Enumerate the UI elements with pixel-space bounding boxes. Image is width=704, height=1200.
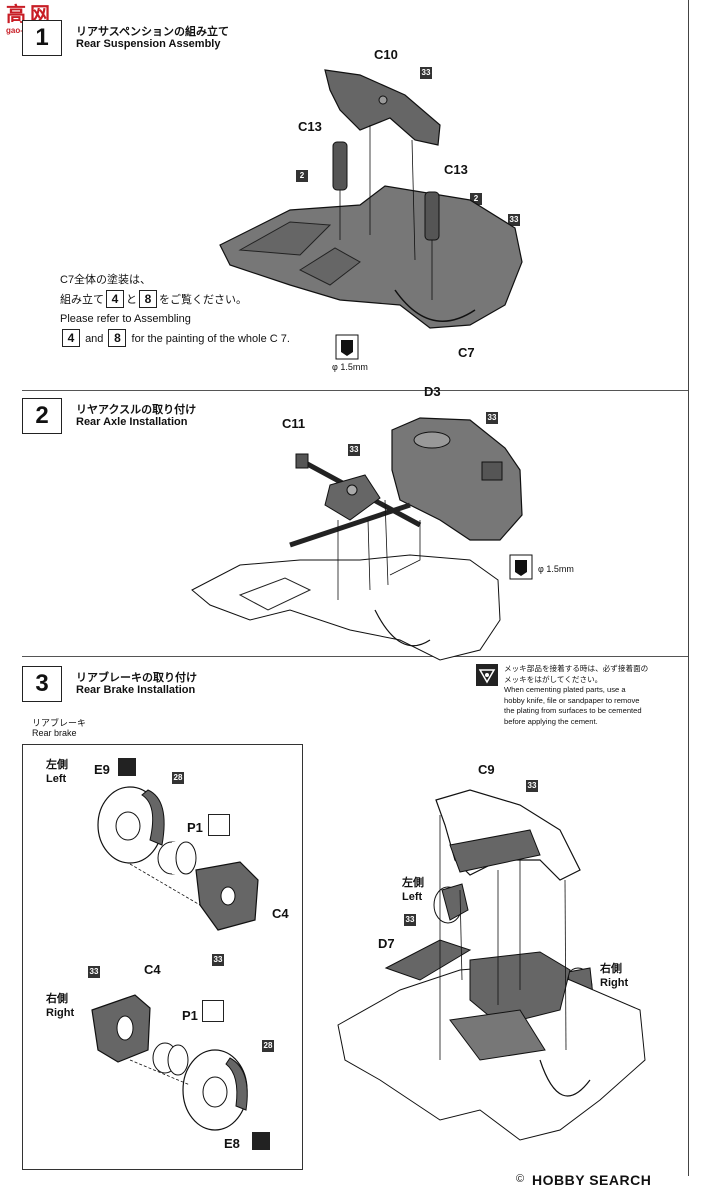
ref-box-4-en: 4 [62,329,80,347]
ref-box-8: 8 [139,290,157,308]
part-label-p1-bottom: P1 [182,1008,198,1023]
no-plating-icon [202,1000,224,1022]
part-label-e8: E8 [224,1136,240,1151]
part-label-d7: D7 [378,936,395,951]
color-tag: 33 [508,214,520,226]
note-jp-line1: C7全体の塗装は、 [60,274,152,286]
divider-step2-step3 [22,656,688,657]
part-label-e9: E9 [94,762,110,777]
step1-illustration [219,69,523,360]
drill-size-step1: φ 1.5mm [332,362,368,372]
left-side-label: 左側 Left [46,759,68,785]
note-en-line2: 4 and 8 for the painting of the whole C … [60,329,290,349]
left-side-label-main: 左側 Left [402,877,424,903]
step1-number: 1 [22,20,62,56]
part-label-p1-top: P1 [187,820,203,835]
color-tag: 33 [348,444,360,456]
part-label-c4-top: C4 [272,906,289,921]
color-tag: 2 [296,170,308,182]
copyright-mark: © [516,1173,525,1185]
rear-brake-label-en: Rear brake [32,728,77,738]
part-label-c9: C9 [478,762,495,777]
no-plating-icon [208,814,230,836]
step3-title-jp: リアブレーキの取り付け [76,672,197,684]
right-side-label-main: 右側 Right [600,963,629,989]
page-right-rule [688,0,689,1176]
step2-illustration [191,417,533,661]
part-label-c10: C10 [374,47,398,62]
color-tag: 33 [404,914,416,926]
drill-size-step2: φ 1.5mm [538,564,574,574]
step2-title-jp: リヤアクスルの取り付け [76,404,197,416]
part-label-c4-bottom: C4 [144,962,161,977]
color-tag: 28 [262,1040,274,1052]
step1-title-en: Rear Suspension Assembly [76,38,221,50]
ref-box-4: 4 [106,290,124,308]
plating-icon-e9 [118,758,136,776]
divider-step1-step2 [22,390,688,391]
hobby-search-watermark: HOBBY SEARCH [532,1172,651,1190]
step1-title-jp: リアサスペンションの組み立て [76,26,230,38]
color-tag: 33 [88,966,100,978]
plating-caution-text: メッキ部品を接着する時は、必ず接着面の メッキをはがしてください。 When c… [504,664,649,726]
part-label-d3: D3 [424,384,441,399]
part-label-c13-right: C13 [444,162,468,177]
rear-brake-label-jp: リアブレーキ [32,718,87,728]
color-tag: 33 [420,67,432,79]
color-tag: 33 [486,412,498,424]
plating-caution-icon [476,664,498,686]
plating-icon-e8 [252,1132,270,1150]
step2-number: 2 [22,398,62,434]
step2-title-en: Rear Axle Installation [76,416,188,428]
hobby-search-logo: HOBBY SEARCH [532,1172,652,1188]
color-tag: 33 [212,954,224,966]
rear-brake-detail-box [22,744,303,1170]
right-side-label: 右側 Right [46,993,75,1019]
part-label-c11: C11 [282,416,306,431]
note-en-line1: Please refer to Assembling [60,313,191,325]
step3-title-en: Rear Brake Installation [76,684,196,696]
step3-number: 3 [22,666,62,702]
ref-box-8-en: 8 [108,329,127,347]
part-label-c13-left: C13 [298,119,322,134]
color-tag: 33 [526,780,538,792]
part-label-c7: C7 [458,345,475,360]
color-tag: 28 [172,772,184,784]
